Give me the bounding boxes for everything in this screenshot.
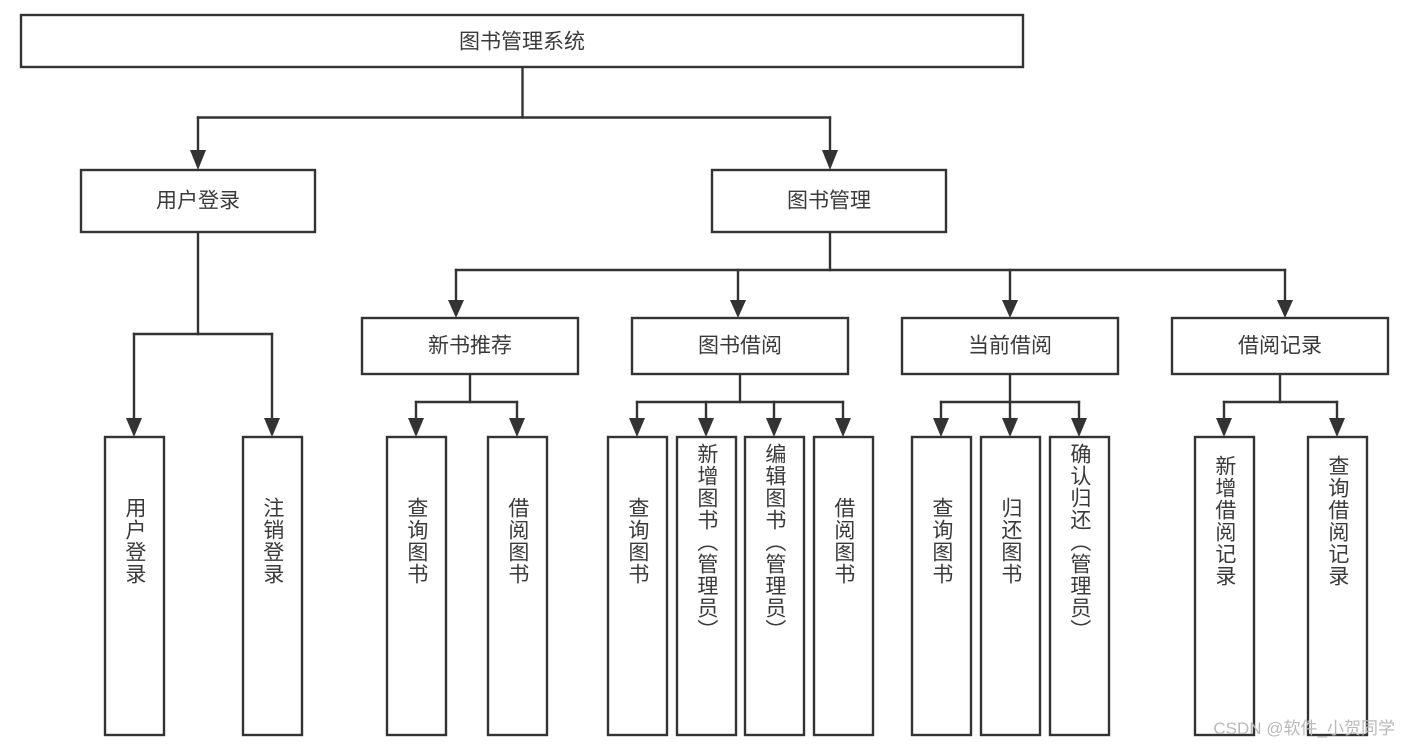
arrow-head-leaf-add-record xyxy=(1216,418,1232,437)
connector-group-book-borrow xyxy=(629,373,851,437)
node-leaf-borrow-book-2-box[interactable] xyxy=(812,435,875,737)
arrow-head-user-login xyxy=(190,150,206,170)
node-user-login-label: 用户登录 xyxy=(156,190,240,213)
arrow-head-leaf-confirm-return xyxy=(1071,418,1087,437)
node-current-borrow-box[interactable] xyxy=(900,316,1120,376)
node-root-box[interactable] xyxy=(19,13,1025,69)
node-leaf-user-login-box[interactable] xyxy=(103,435,166,737)
node-new-book-recommend[interactable]: 新书推荐 xyxy=(360,316,580,376)
leaf-boxes xyxy=(103,435,1369,737)
node-leaf-edit-book-box[interactable] xyxy=(743,435,806,737)
arrow-head-book-borrow xyxy=(730,300,746,318)
arrow-head-leaf-edit-book xyxy=(766,418,782,437)
node-borrow-record-box[interactable] xyxy=(1170,316,1390,376)
arrow-head-leaf-query-book-3 xyxy=(933,418,949,437)
arrow-head-leaf-return-book xyxy=(1002,418,1018,437)
arrow-head-new-book-recommend xyxy=(448,300,464,318)
node-user-login-box[interactable] xyxy=(79,168,317,234)
node-new-book-recommend-label: 新书推荐 xyxy=(428,335,512,358)
arrow-head-leaf-add-book xyxy=(698,418,714,437)
node-book-manage-label: 图书管理 xyxy=(787,190,871,213)
arrow-head-book-manage xyxy=(822,150,838,170)
node-leaf-query-record-box[interactable] xyxy=(1306,435,1369,737)
connector-group-root xyxy=(190,65,838,170)
node-book-borrow[interactable]: 图书借阅 xyxy=(630,316,850,376)
node-leaf-add-record-box[interactable] xyxy=(1193,435,1256,737)
arrow-head-borrow-record xyxy=(1277,300,1293,318)
arrow-head-leaf-query-book-1 xyxy=(408,418,424,437)
node-user-login[interactable]: 用户登录 xyxy=(79,168,317,234)
arrow-head-leaf-query-record xyxy=(1329,418,1345,437)
arrow-head-current-borrow xyxy=(1002,300,1018,318)
node-current-borrow[interactable]: 当前借阅 xyxy=(900,316,1120,376)
node-borrow-record[interactable]: 借阅记录 xyxy=(1170,316,1390,376)
node-leaf-user-logout-box[interactable] xyxy=(241,435,304,737)
node-leaf-add-book-box[interactable] xyxy=(675,435,738,737)
node-book-borrow-box[interactable] xyxy=(630,316,850,376)
connector-group-user-login xyxy=(126,230,280,437)
arrow-head-leaf-borrow-book-1 xyxy=(509,418,525,437)
node-root[interactable]: 图书管理系统 xyxy=(19,13,1025,69)
node-leaf-query-book-2-box[interactable] xyxy=(606,435,669,737)
arrow-head-leaf-user-logout xyxy=(264,418,280,437)
connector-group-new-book-recommend xyxy=(408,373,525,437)
arrow-head-leaf-user-login xyxy=(126,418,142,437)
node-leaf-borrow-book-1-box[interactable] xyxy=(486,435,549,737)
node-borrow-record-label: 借阅记录 xyxy=(1238,335,1322,358)
node-leaf-return-book-box[interactable] xyxy=(979,435,1042,737)
connector-group-borrow-record xyxy=(1216,373,1345,437)
arrow-head-leaf-borrow-book-2 xyxy=(835,418,851,437)
connector-group-current-borrow xyxy=(933,373,1087,437)
node-leaf-query-book-3-box[interactable] xyxy=(910,435,973,737)
node-new-book-recommend-box[interactable] xyxy=(360,316,580,376)
node-leaf-query-book-1-box[interactable] xyxy=(385,435,448,737)
node-root-label: 图书管理系统 xyxy=(459,31,585,54)
connector-group-book-manage xyxy=(448,230,1293,318)
node-current-borrow-label: 当前借阅 xyxy=(968,335,1052,358)
node-book-manage[interactable]: 图书管理 xyxy=(710,168,948,234)
node-leaf-confirm-return-box[interactable] xyxy=(1048,435,1111,737)
node-book-borrow-label: 图书借阅 xyxy=(698,335,782,358)
arrow-head-leaf-query-book-2 xyxy=(629,418,645,437)
watermark-text: CSDN @软件_小贺同学 xyxy=(1213,719,1395,738)
node-book-manage-box[interactable] xyxy=(710,168,948,234)
